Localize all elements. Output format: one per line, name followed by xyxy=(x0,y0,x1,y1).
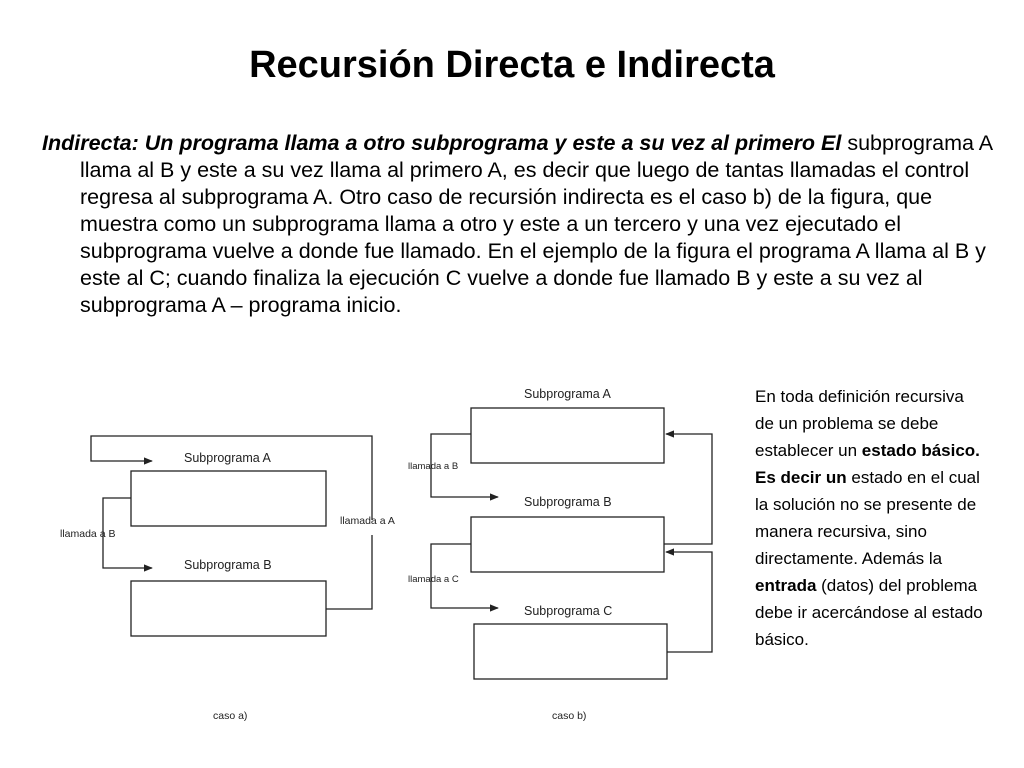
arrow-return-b xyxy=(665,548,713,653)
side-note-bold-2: entrada xyxy=(755,576,817,595)
caption-caso-b: caso b) xyxy=(552,710,586,722)
diagram-case-b xyxy=(430,407,713,680)
paragraph-lead: Indirecta: Un programa llama a otro subp… xyxy=(42,131,842,155)
box-subprograma-a xyxy=(470,407,665,464)
label-llamada-b: llamada a B xyxy=(408,461,458,472)
side-note: En toda definición recursiva de un probl… xyxy=(755,383,985,653)
label-subprograma-b: Subprograma B xyxy=(524,495,612,509)
side-note-bold-1: estado básico. Es decir un xyxy=(755,441,980,487)
arrow-return-a xyxy=(664,430,713,545)
label-subprograma-a: Subprograma A xyxy=(524,387,612,401)
label-llamada-c: llamada a C xyxy=(408,574,459,585)
label-subprograma-a: Subprograma A xyxy=(184,451,272,465)
side-note-text-1: En toda definición recursiva de un probl… xyxy=(755,387,964,460)
box-subprograma-a xyxy=(130,470,327,527)
label-llamada-a: llamada a A xyxy=(340,515,395,527)
slide-title: Recursión Directa e Indirecta xyxy=(249,44,775,86)
arrow-call-a xyxy=(90,435,373,520)
line-return-a xyxy=(326,535,373,610)
label-llamada-b: llamada a B xyxy=(60,528,115,540)
box-subprograma-c xyxy=(473,623,668,680)
arrow-call-b xyxy=(430,433,499,501)
box-subprograma-b xyxy=(130,580,327,637)
box-subprograma-b xyxy=(470,516,665,573)
diagram-case-a xyxy=(90,435,373,637)
arrow-call-b xyxy=(102,497,153,572)
arrow-call-c xyxy=(430,543,499,612)
side-note-text-2: estado en el cual la solución no se pres… xyxy=(755,468,980,568)
label-subprograma-b: Subprograma B xyxy=(184,558,272,572)
caption-caso-a: caso a) xyxy=(213,710,247,722)
body-paragraph: Indirecta: Un programa llama a otro subp… xyxy=(42,130,1010,319)
label-subprograma-c: Subprograma C xyxy=(524,604,612,618)
side-note-text-3: (datos) del problema debe ir acercándose… xyxy=(755,576,983,649)
paragraph-text: subprograma A llama al B y este a su vez… xyxy=(80,131,992,317)
